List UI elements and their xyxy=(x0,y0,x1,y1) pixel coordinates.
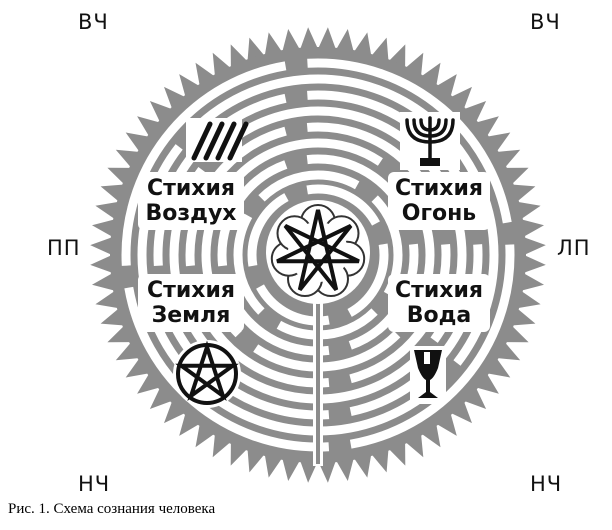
pentagram-icon xyxy=(173,340,241,408)
side-label-right: ЛП xyxy=(557,236,591,260)
heptagram-icon xyxy=(276,209,360,292)
side-label-left: ПП xyxy=(47,236,81,260)
element-water-line1: Стихия xyxy=(394,278,484,303)
element-air-line1: Стихия xyxy=(146,176,236,201)
element-earth-line2: Земля xyxy=(151,303,231,328)
corner-label-bottom-left: НЧ xyxy=(78,472,111,496)
air-strokes-icon xyxy=(186,118,249,162)
element-fire-line1: Стихия xyxy=(394,176,484,201)
element-earth-line1: Стихия xyxy=(146,278,236,303)
element-label-air: Стихия Воздух xyxy=(131,176,251,226)
corner-label-top-left: ВЧ xyxy=(78,10,109,34)
figure-caption: Рис. 1. Схема сознания человека xyxy=(8,501,216,517)
element-water-line2: Вода xyxy=(406,303,472,328)
element-label-earth: Стихия Земля xyxy=(131,278,251,328)
central-axis-core xyxy=(316,288,320,464)
element-label-water: Стихия Вода xyxy=(379,278,499,328)
element-label-fire: Стихия Огонь xyxy=(379,176,499,226)
menorah-icon xyxy=(400,112,460,170)
element-air-line2: Воздух xyxy=(145,201,237,226)
chalice-icon xyxy=(410,346,446,404)
element-fire-line2: Огонь xyxy=(401,201,477,226)
corner-label-bottom-right: НЧ xyxy=(530,472,563,496)
corner-label-top-right: ВЧ xyxy=(530,10,561,34)
